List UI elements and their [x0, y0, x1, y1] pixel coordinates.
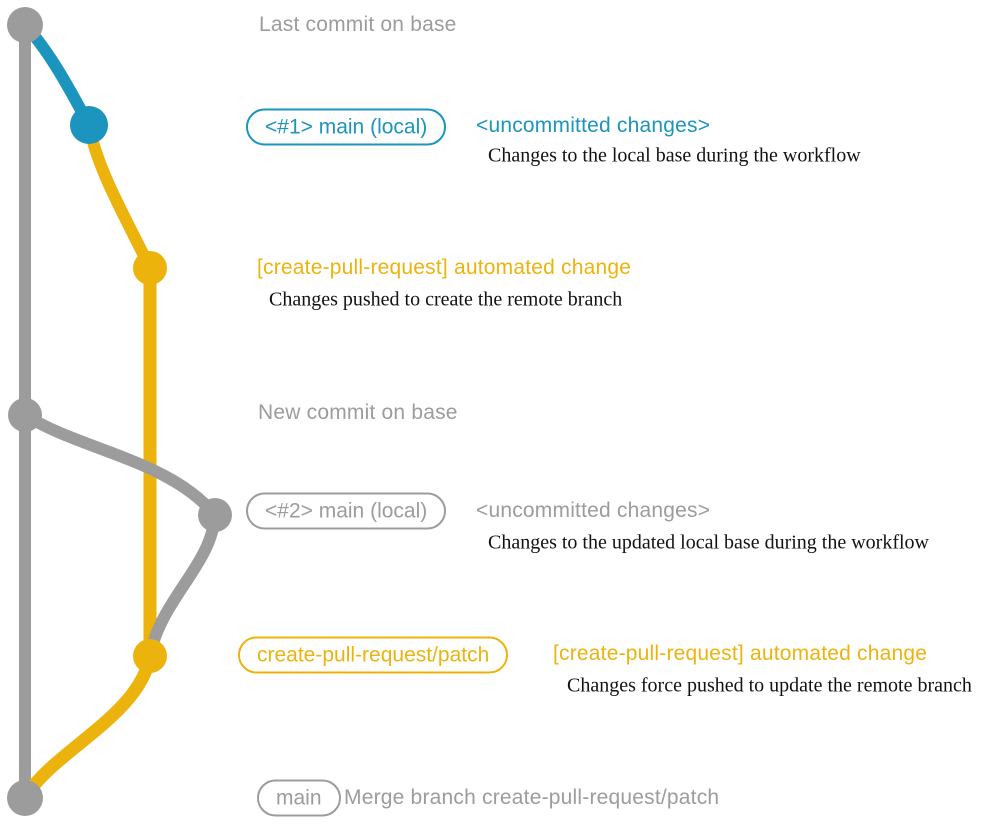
branch-badge-main-local-2: <#2> main (local) — [246, 492, 447, 530]
commit-node-main-local-2 — [198, 498, 232, 532]
commit-node-new-commit-on-base — [8, 398, 42, 432]
commit-node-automated-change-1 — [133, 251, 167, 285]
heading-automated-change-1: [create-pull-request] automated change — [257, 256, 632, 279]
edge-main-local-to-patch — [83, 123, 156, 271]
heading-merge-branch: Merge branch create-pull-request/patch — [344, 786, 720, 809]
commit-node-last-commit-on-base — [7, 7, 43, 43]
commit-node-main-local-1 — [70, 106, 108, 144]
commit-node-merge — [7, 780, 43, 816]
badge-label: main — [257, 779, 341, 817]
edge-patch-merge-to-base — [20, 654, 157, 800]
heading-automated-change-2: [create-pull-request] automated change — [553, 642, 928, 665]
badge-label: <#1> main (local) — [246, 108, 447, 146]
badge-label: create-pull-request/patch — [238, 636, 509, 674]
branch-badge-patch: create-pull-request/patch — [238, 636, 509, 674]
badge-label: <#2> main (local) — [246, 492, 447, 530]
description-uncommitted-changes-2: Changes to the updated local base during… — [488, 531, 929, 554]
description-automated-change-1: Changes pushed to create the remote bran… — [269, 288, 623, 311]
commit-node-automated-change-2 — [133, 639, 167, 673]
heading-uncommitted-changes-1: <uncommitted changes> — [476, 114, 711, 137]
edge-main-local-2-to-patch — [144, 514, 221, 658]
description-automated-change-2: Changes force pushed to update the remot… — [567, 674, 972, 697]
branch-badge-main: main — [257, 779, 341, 817]
label-last-commit-on-base: Last commit on base — [259, 13, 457, 36]
edge-base-to-main-local-2 — [21, 409, 220, 519]
branch-badge-main-local-1: <#1> main (local) — [246, 108, 447, 146]
heading-uncommitted-changes-2: <uncommitted changes> — [476, 499, 711, 522]
description-uncommitted-changes-1: Changes to the local base during the wor… — [488, 144, 861, 167]
label-new-commit-on-base: New commit on base — [258, 401, 458, 424]
